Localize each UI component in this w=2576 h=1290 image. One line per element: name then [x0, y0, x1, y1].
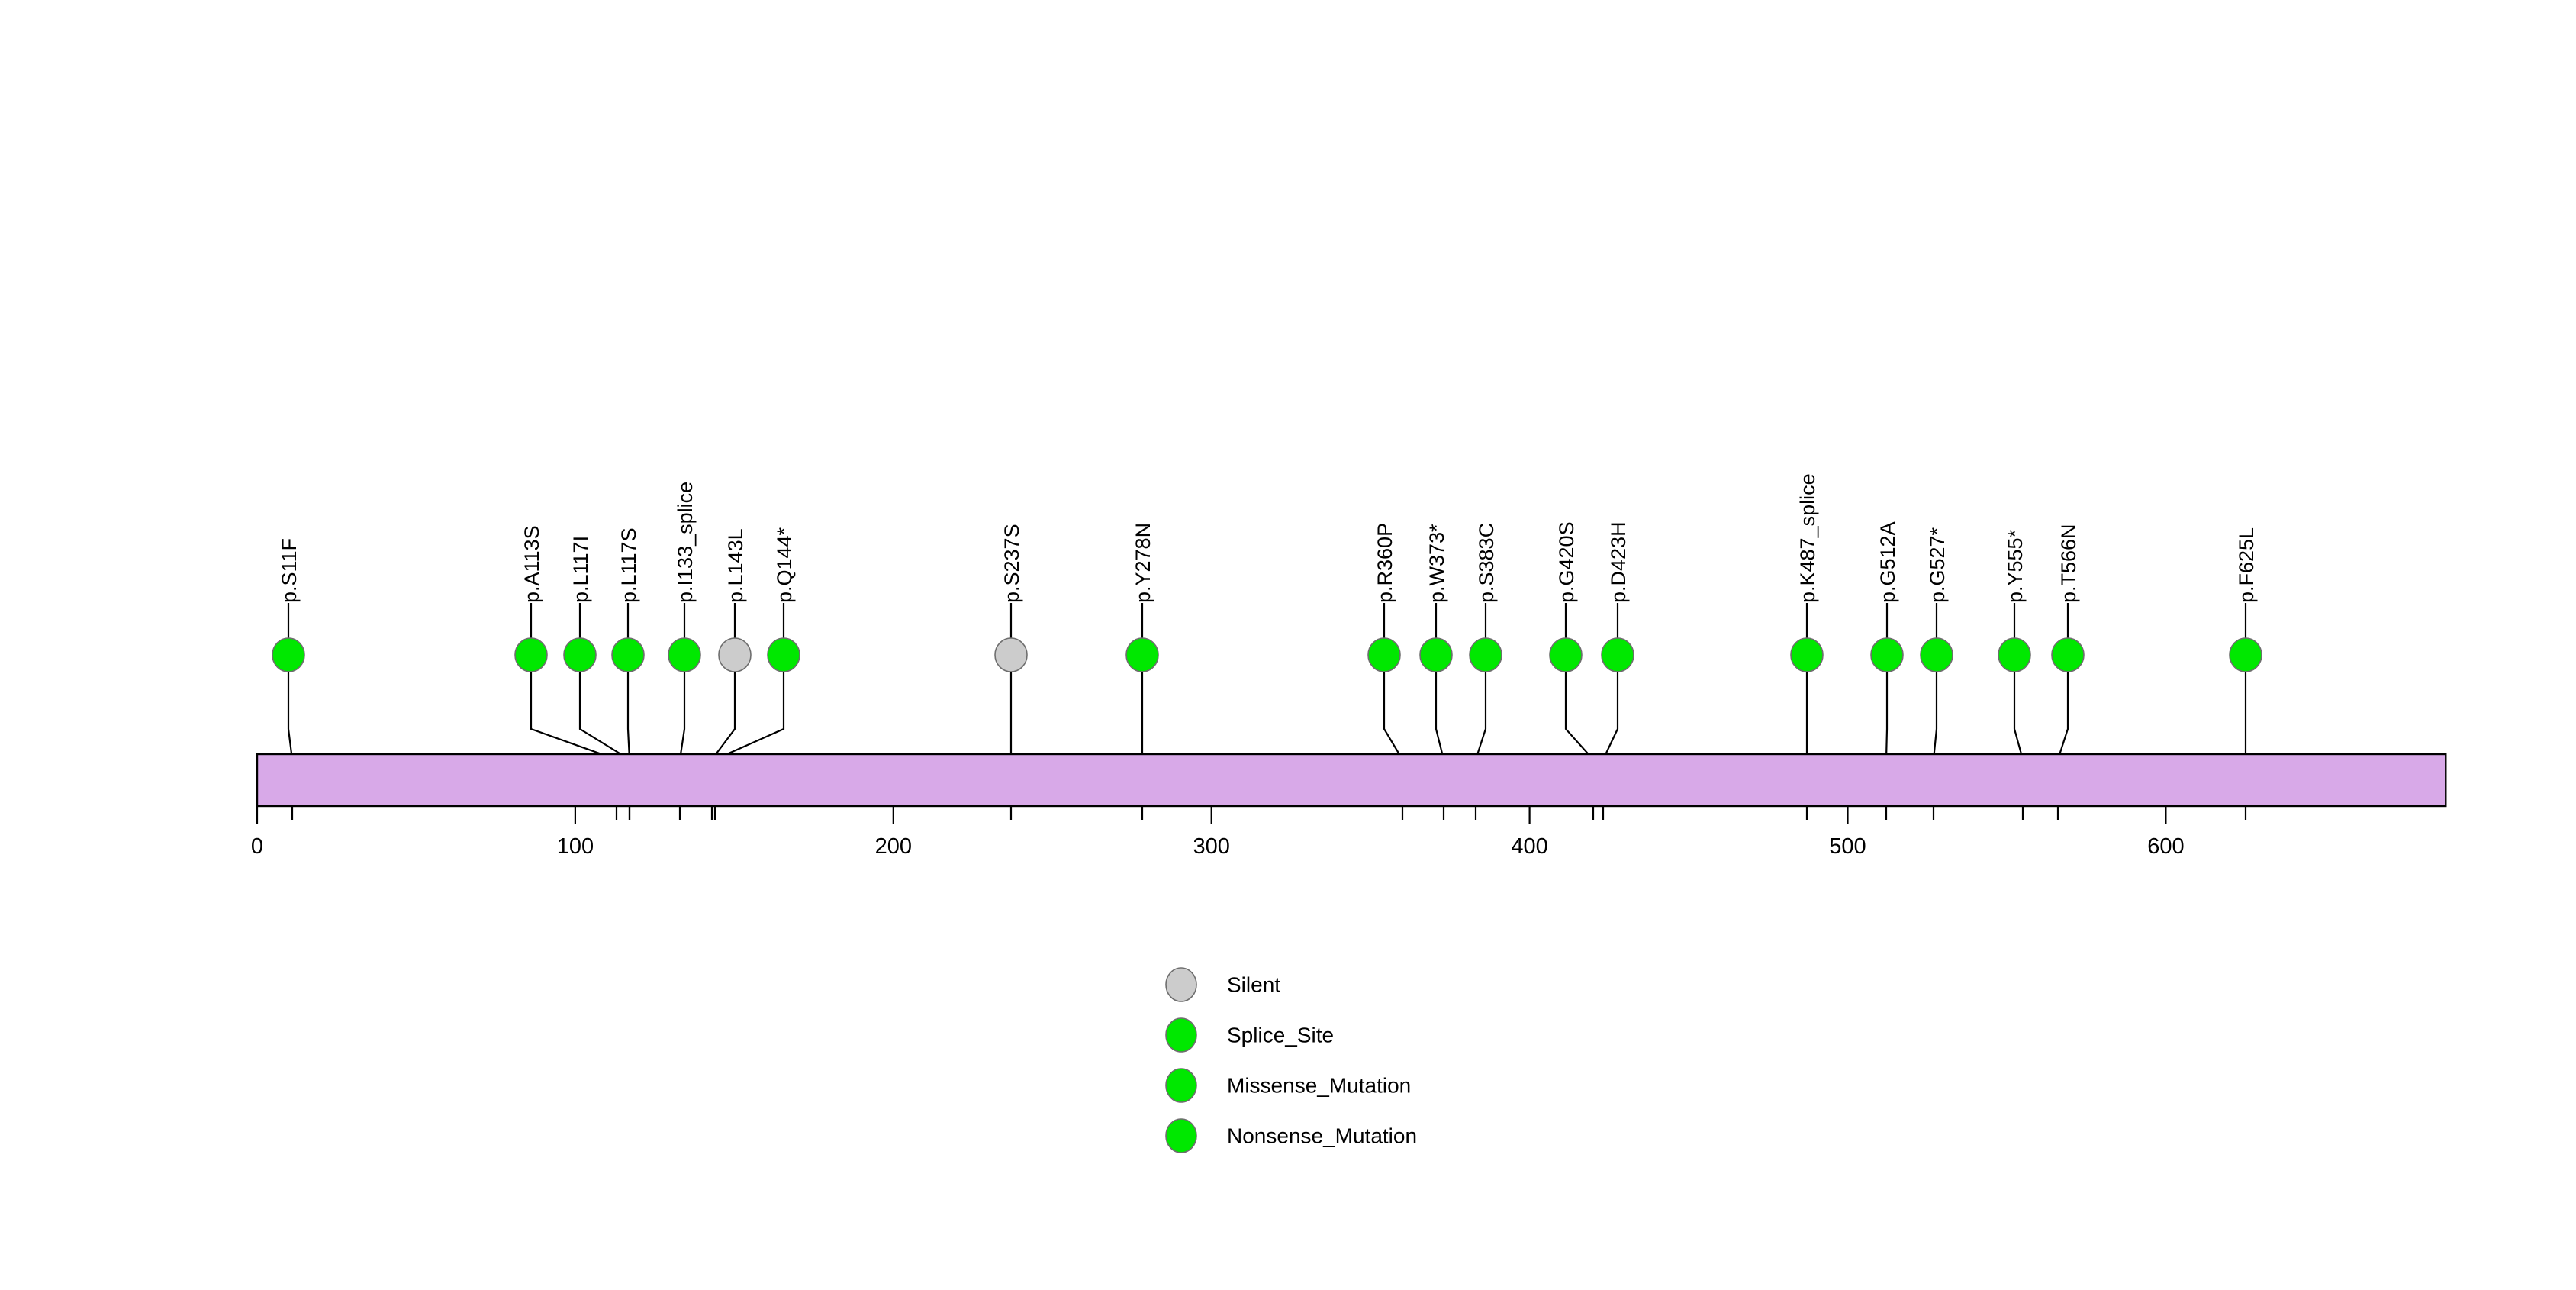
- lollipop-head-pL117I[interactable]: [563, 637, 597, 672]
- lollipop-head-pF625L[interactable]: [2229, 637, 2262, 672]
- legend-label-Splice_Site: Splice_Site: [1227, 1023, 1334, 1047]
- lollipop-head-pS11F[interactable]: [272, 637, 305, 672]
- mutation-label: p.S237S: [1000, 524, 1023, 603]
- legend-swatch-Missense_Mutation[interactable]: [1165, 1068, 1197, 1103]
- mutation-label: p.T566N: [2057, 524, 2080, 603]
- x-axis: 0 100 200 300 400 500 600: [251, 806, 2185, 859]
- mutation-label: p.W373*: [1425, 524, 1448, 603]
- mutation-label: p.S11F: [278, 538, 301, 603]
- lollipop-heads: [272, 637, 2262, 672]
- lollipop-head-pR360P[interactable]: [1367, 637, 1401, 672]
- chart-legend: SilentSplice_SiteMissense_MutationNonsen…: [1165, 967, 1417, 1153]
- axis-tick-label: 600: [2147, 834, 2184, 859]
- axis-tick-label: 200: [875, 834, 912, 859]
- lollipop-head-pA113S[interactable]: [514, 637, 548, 672]
- lollipop-head-pS237S[interactable]: [994, 637, 1028, 672]
- lollipop-head-pY555[interactable]: [1998, 637, 2031, 672]
- lollipop-head-pT566N[interactable]: [2051, 637, 2085, 672]
- lollipop-head-pG420S[interactable]: [1549, 637, 1583, 672]
- axis-tick-label: 500: [1829, 834, 1866, 859]
- lollipop-head-pG527[interactable]: [1920, 637, 1953, 672]
- mutation-label: p.R360P: [1373, 523, 1396, 603]
- mutation-label: p.G527*: [1926, 527, 1949, 603]
- lollipop-head-pL143L[interactable]: [718, 637, 752, 672]
- lollipop-head-pK487splice[interactable]: [1790, 637, 1824, 672]
- lollipop-head-pD423H[interactable]: [1601, 637, 1634, 672]
- lollipop-head-pY278N[interactable]: [1125, 637, 1159, 672]
- mutation-label: p.L117S: [617, 527, 640, 603]
- axis-tick-label: 100: [557, 834, 594, 859]
- mutation-label: p.S383C: [1475, 523, 1498, 603]
- mutation-label: p.I133_splice: [674, 482, 697, 603]
- lollipop-head-pW373[interactable]: [1419, 637, 1453, 672]
- mutation-label: p.D423H: [1607, 521, 1630, 603]
- mutation-label: p.Y278N: [1132, 523, 1154, 603]
- legend-label-Nonsense_Mutation: Nonsense_Mutation: [1227, 1124, 1417, 1147]
- legend-label-Silent: Silent: [1227, 972, 1280, 996]
- legend-swatch-Nonsense_Mutation[interactable]: [1165, 1118, 1197, 1153]
- lollipop-head-pG512A[interactable]: [1870, 637, 1904, 672]
- protein-backbone-track: [256, 753, 2447, 808]
- mutation-labels: p.S11F p.A113S p.L117I p.L117S p.I133_splice…: [278, 473, 2258, 603]
- mutation-label: p.Q144*: [773, 527, 796, 603]
- mutation-label: p.L117I: [569, 536, 592, 603]
- lollipop-head-pQ144[interactable]: [767, 637, 800, 672]
- mutation-label: p.L143L: [724, 528, 747, 603]
- lollipop-head-pS383C[interactable]: [1469, 637, 1502, 672]
- protein-backbone-rect: [256, 753, 2447, 808]
- mutation-label: p.G420S: [1555, 521, 1578, 603]
- mutation-label: p.Y555*: [2004, 529, 2027, 603]
- mutation-label: p.K487_splice: [1796, 473, 1819, 603]
- mutation-label: p.F625L: [2235, 527, 2258, 603]
- legend-swatch-Silent[interactable]: [1165, 967, 1197, 1002]
- axis-tick-label: 0: [251, 834, 263, 859]
- axis-tick-label: 400: [1511, 834, 1547, 859]
- axis-tick-label: 300: [1193, 834, 1230, 859]
- mutation-label: p.G512A: [1876, 521, 1899, 603]
- lollipop-head-pI133splice[interactable]: [668, 637, 701, 672]
- legend-label-Missense_Mutation: Missense_Mutation: [1227, 1073, 1411, 1097]
- legend-swatch-Splice_Site[interactable]: [1165, 1017, 1197, 1053]
- lollipop-head-pL117S[interactable]: [611, 637, 645, 672]
- mutation-label: p.A113S: [520, 525, 543, 603]
